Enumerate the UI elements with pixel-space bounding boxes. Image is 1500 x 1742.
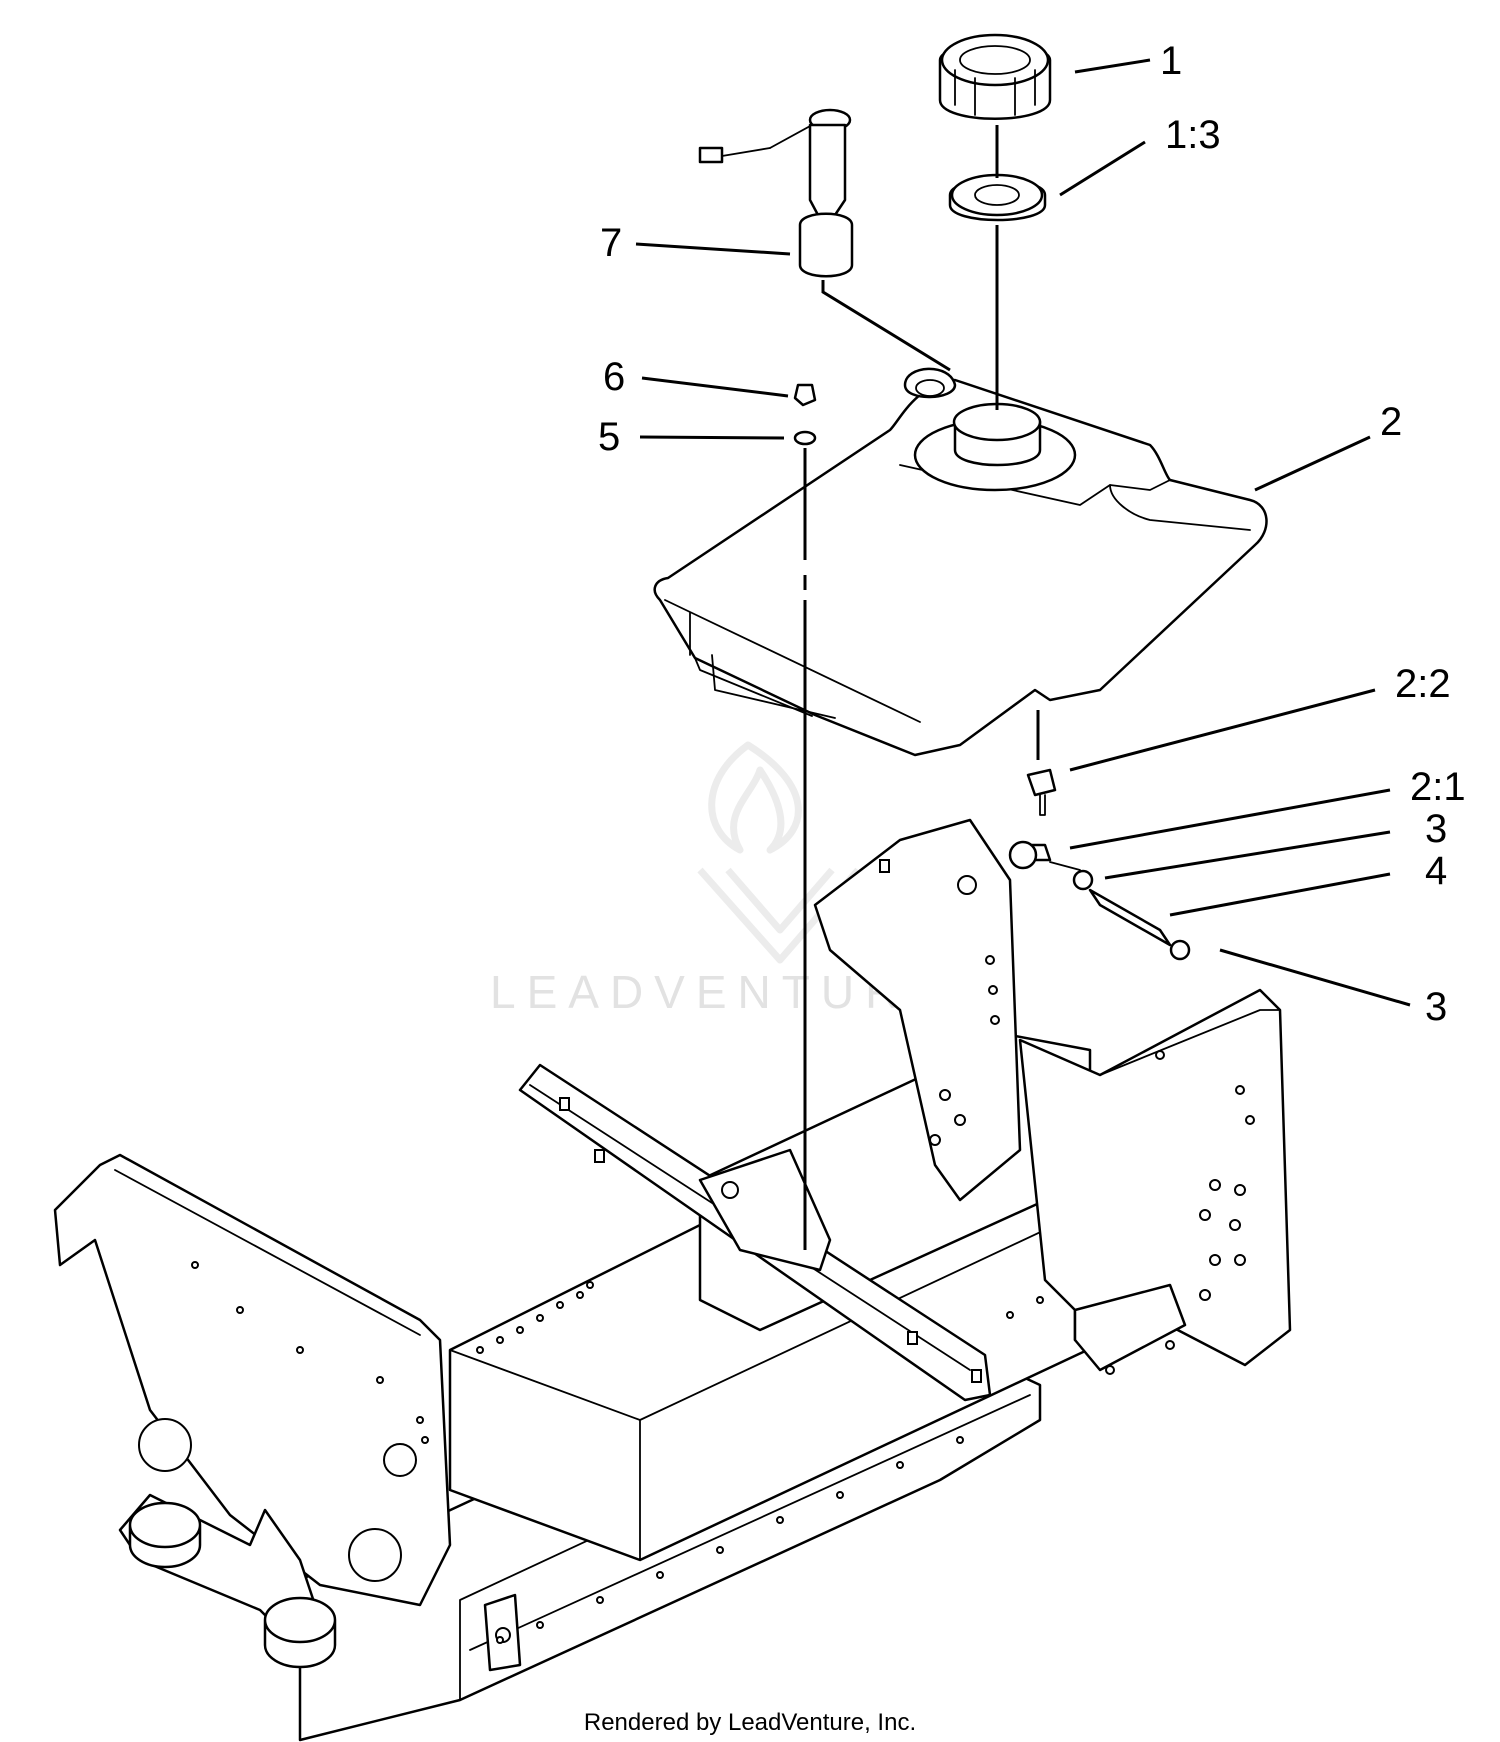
frame-holes <box>476 1281 1044 1644</box>
fuel-sender <box>698 108 951 372</box>
tank-mount-bracket <box>698 1148 832 1272</box>
callout-3-upper: 3 <box>1425 807 1447 851</box>
frame-right-bracket <box>1018 988 1292 1367</box>
hose-clamp-upper <box>1072 869 1094 891</box>
frame-assembly <box>53 818 1292 1742</box>
frame-front-panel <box>53 1153 452 1607</box>
tank-washer <box>793 430 817 446</box>
callout-6: 6 <box>603 355 625 399</box>
fuel-hose <box>1088 888 1172 947</box>
callout-2-2: 2:2 <box>1395 662 1451 706</box>
callout-2-1: 2:1 <box>1410 765 1466 809</box>
hose-clamp-lower <box>1169 939 1191 961</box>
callout-labels: 1 1:3 7 6 5 2 2:2 2:1 3 4 3 <box>598 39 1466 1029</box>
callout-4: 4 <box>1425 849 1447 893</box>
fuel-cap-gasket <box>948 173 1047 222</box>
tank-grommet <box>1026 768 1057 797</box>
engine-mount-pad-left <box>128 1501 202 1569</box>
fuel-fittings <box>1008 710 1191 961</box>
fuel-tank-body <box>653 378 1268 757</box>
fuel-tank <box>653 367 1268 757</box>
tank-bolt <box>793 383 817 407</box>
render-credit: Rendered by LeadVenture, Inc. <box>584 1709 916 1736</box>
callout-7: 7 <box>600 221 622 265</box>
engine-mount-pad-right <box>263 1596 337 1669</box>
callout-1-3: 1:3 <box>1165 113 1221 157</box>
callout-5: 5 <box>598 415 620 459</box>
callout-3-lower: 3 <box>1425 985 1447 1029</box>
callout-1: 1 <box>1160 39 1182 83</box>
frame-left-bracket <box>813 818 1022 1202</box>
callout-2: 2 <box>1380 400 1402 444</box>
callout-leaders <box>635 58 1411 1007</box>
fuel-cap <box>938 33 1052 120</box>
